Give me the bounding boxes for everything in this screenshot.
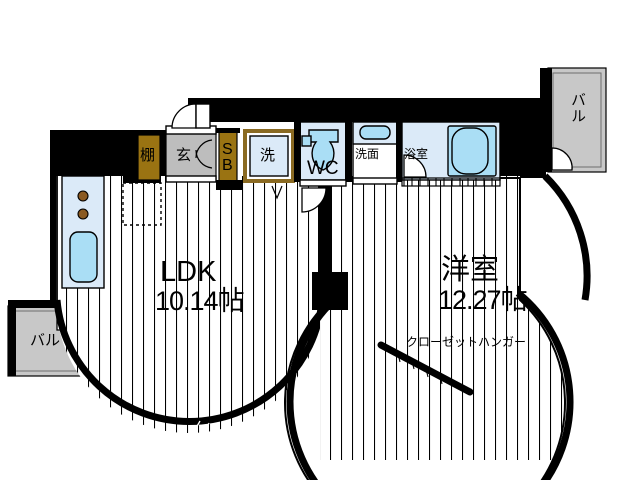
closet-hanger-label: クローゼットハンガー bbox=[406, 335, 527, 349]
kitchen-counter bbox=[61, 175, 105, 289]
ldk-curved-wall bbox=[53, 299, 326, 425]
balcony-top-right-shape bbox=[540, 67, 607, 173]
shoebox-label-line2: B bbox=[222, 157, 233, 174]
wall-right-upper bbox=[500, 98, 546, 178]
wall-center-pillar bbox=[312, 272, 348, 310]
washbasin-label: 洗面 bbox=[355, 147, 380, 161]
bathroom-label: 浴室 bbox=[404, 147, 429, 161]
closet-hanger-bar bbox=[377, 341, 474, 396]
entrance-label: 玄 bbox=[176, 147, 192, 164]
shoebox-label-line1: S bbox=[222, 141, 233, 158]
shelf-box bbox=[137, 134, 161, 181]
washbasin-room bbox=[352, 121, 402, 185]
bedroom-curved-wall bbox=[286, 290, 574, 480]
room-label-bedroom-area: 12.27帖 bbox=[438, 285, 528, 315]
room-label-bedroom-name: 洋室 bbox=[441, 254, 500, 286]
balcony-top-right-label: バル bbox=[569, 92, 586, 124]
laundry-space bbox=[243, 129, 295, 183]
laundry-label: 洗 bbox=[260, 147, 276, 164]
wc-label: WC bbox=[307, 158, 339, 179]
room-label-ldk-area: 10.14帖 bbox=[155, 286, 245, 316]
window-marks bbox=[195, 420, 251, 432]
bedroom-outline bbox=[284, 177, 566, 480]
wall-top bbox=[188, 98, 546, 122]
shelf-label: 棚 bbox=[140, 147, 156, 164]
entrance-area bbox=[165, 103, 217, 183]
wall-left bbox=[50, 130, 59, 302]
bathroom bbox=[401, 121, 501, 187]
balcony-bottom-left-label: バル bbox=[30, 332, 61, 349]
room-label-ldk-name: LDK bbox=[160, 256, 217, 288]
wc-room bbox=[294, 121, 352, 213]
